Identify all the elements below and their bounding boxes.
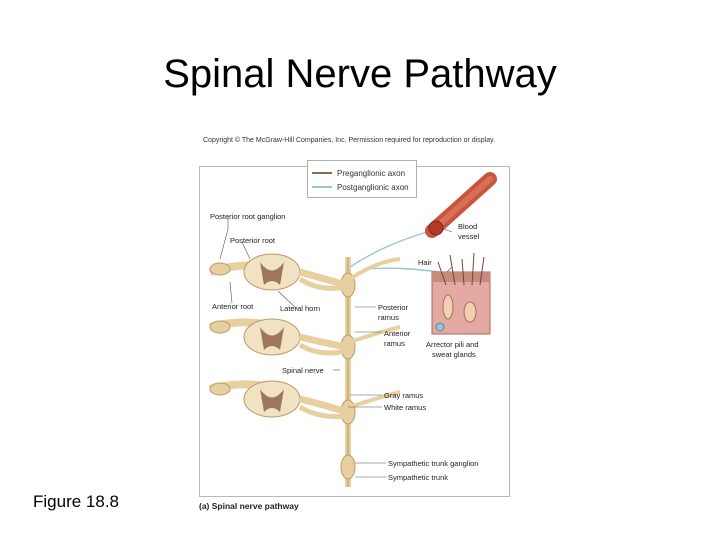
label-lateral-horn: Lateral horn <box>280 304 320 313</box>
spinal-nerve-diagram: Posterior root ganglion Posterior root A… <box>200 167 509 496</box>
label-posterior-root: Posterior root <box>230 236 276 245</box>
legend-label-preganglionic: Preganglionic axon <box>337 169 405 178</box>
label-posterior-root-ganglion: Posterior root ganglion <box>210 212 285 221</box>
postganglionic-fiber-to-skin <box>365 268 440 272</box>
label-anterior-root: Anterior root <box>212 302 254 311</box>
legend-item-preganglionic: Preganglionic axon <box>312 167 405 179</box>
spinal-cord-segment-2 <box>210 319 400 355</box>
label-white-ramus: White ramus <box>384 403 426 412</box>
label-arrector-1: Arrector pili and <box>426 340 479 349</box>
figure-number: Figure 18.8 <box>33 492 119 512</box>
label-posterior-ramus-1: Posterior <box>378 303 409 312</box>
label-blood-vessel-1: Blood <box>458 222 477 231</box>
skin-block <box>432 253 490 334</box>
copyright-notice: Copyright © The McGraw-Hill Companies, I… <box>203 137 495 144</box>
legend-label-postganglionic: Postganglionic axon <box>337 183 409 192</box>
figure-caption: (a) Spinal nerve pathway <box>199 501 299 511</box>
slide-title: Spinal Nerve Pathway <box>0 52 720 97</box>
legend-swatch-postganglionic <box>312 186 332 188</box>
spinal-cord-segment-1 <box>210 254 400 290</box>
label-gray-ramus: Gray ramus <box>384 391 423 400</box>
figure-panel: Posterior root ganglion Posterior root A… <box>199 166 510 497</box>
label-sympathetic-trunk-ganglion: Sympathetic trunk ganglion <box>388 459 478 468</box>
label-hair: Hair <box>418 258 432 267</box>
label-anterior-ramus-2: ramus <box>384 339 405 348</box>
axon-legend: Preganglionic axon Postganglionic axon <box>307 160 417 198</box>
legend-swatch-preganglionic <box>312 172 332 174</box>
label-anterior-ramus-1: Anterior <box>384 329 411 338</box>
label-sympathetic-trunk: Sympathetic trunk <box>388 473 448 482</box>
label-posterior-ramus-2: ramus <box>378 313 399 322</box>
trunk-ganglion-4 <box>341 455 355 479</box>
label-arrector-2: sweat glands <box>432 350 476 359</box>
legend-item-postganglionic: Postganglionic axon <box>312 181 409 193</box>
label-spinal-nerve: Spinal nerve <box>282 366 324 375</box>
spinal-cord-segment-3 <box>210 381 400 417</box>
label-blood-vessel-2: vessel <box>458 232 480 241</box>
